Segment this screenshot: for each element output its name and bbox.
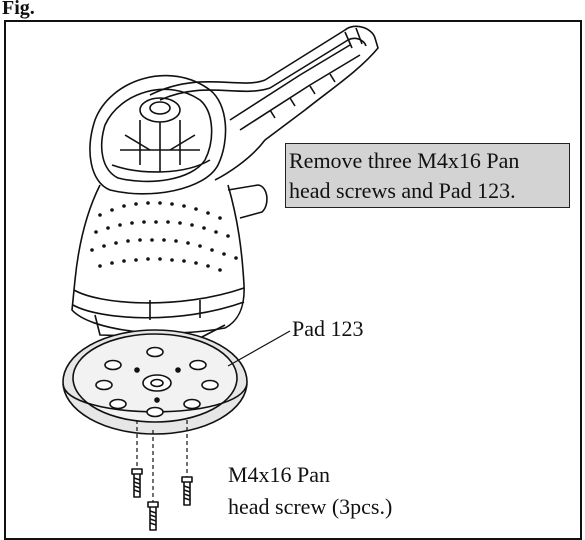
screw-right <box>181 476 193 506</box>
figure-label: Fig. <box>2 0 35 19</box>
sander-body <box>71 184 268 339</box>
instruction-callout: Remove three M4x16 Pan head screws and P… <box>285 143 570 208</box>
callout-line-2: head screws and Pad 123. <box>289 178 516 203</box>
pad-123 <box>62 329 248 435</box>
screw-guide-lines <box>136 420 188 502</box>
screw-label-line-2: head screw (3pcs.) <box>228 494 393 519</box>
screw-middle <box>147 501 159 531</box>
sander-handle <box>149 25 379 181</box>
screw-left <box>131 468 143 498</box>
pad-leader-line <box>227 330 291 367</box>
callout-line-1: Remove three M4x16 Pan <box>289 148 520 173</box>
sander-top-housing <box>89 74 227 195</box>
vent-holes <box>90 201 238 272</box>
pad-label: Pad 123 <box>292 316 364 341</box>
screw-label-line-1: M4x16 Pan <box>228 462 331 487</box>
